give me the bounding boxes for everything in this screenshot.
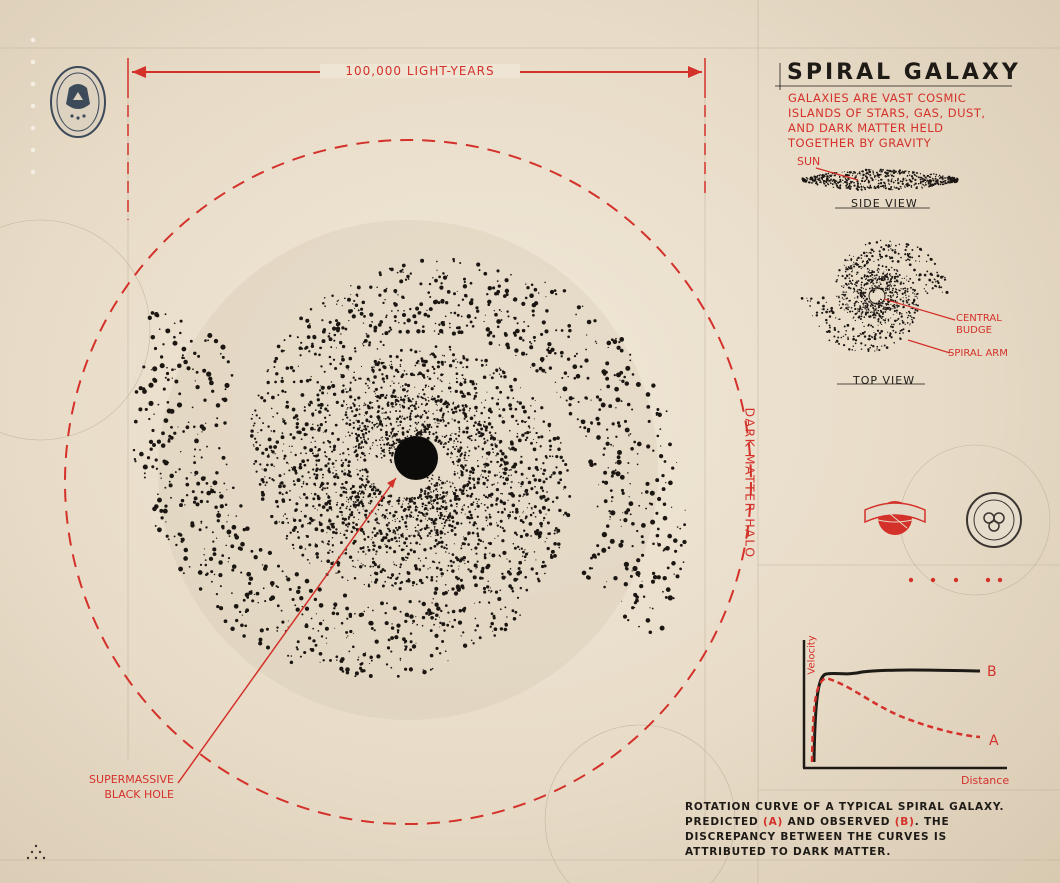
curve-a-predicted [810,676,981,763]
edge-dots [30,37,36,175]
dark-matter-halo [64,139,752,825]
caption-part-a: (A) [763,816,784,828]
central-bulge [868,287,886,305]
page-subtitle: GALAXIES ARE VAST COSMIC ISLANDS OF STAR… [788,91,986,150]
sun-label: SUN [797,155,821,168]
round-seal-stamp-icon [966,492,1022,548]
side-view-caption: SIDE VIEW [851,197,918,210]
black-hole-label: SUPERMASSIVE BLACK HOLE [89,773,174,801]
black-hole-pointer-arrow [387,478,396,488]
red-globe-stamp-icon [864,501,926,535]
corner-triangle-dots [26,844,46,860]
dark-matter-halo-label: DARK MATTER HALO [742,407,758,559]
title-rules [775,63,1012,90]
caption-part-1: ROTATION CURVE OF A TYPICAL SPIRAL GALAX… [685,801,1005,828]
spiral-arm-label: SPIRAL ARM [948,348,1008,359]
scale-label: 100,000 LIGHT-YEARS [320,64,520,78]
black-hole-pointer [177,477,397,784]
curve-b-label: B [987,664,997,680]
central-bulge-label: CENTRAL BUDGE [956,313,1002,336]
caption-part-b: (B) [894,816,915,828]
spiral-arm-pointer [907,339,951,354]
caption-part-2: AND OBSERVED [783,816,895,828]
caption-part-3: . THE DISCREPANCY BETWEEN THE CURVES IS … [685,816,950,858]
scale-extension-lines [127,86,706,220]
emblem-logo-icon [50,66,106,138]
central-bulge-pointer [883,298,956,321]
page-title: SPIRAL GALAXY [787,60,1021,85]
supermassive-black-hole [394,436,438,480]
top-view-caption: TOP VIEW [853,374,916,387]
chart-x-label: Distance [961,774,1010,787]
rotation-curve-caption: ROTATION CURVE OF A TYPICAL SPIRAL GALAX… [685,800,1015,860]
side-view-galaxy [801,168,959,191]
chart-y-label: Velocity [806,635,818,675]
curve-a-label: A [989,733,999,749]
red-dots-divider [908,577,1003,583]
rotation-curve-chart [802,640,1007,770]
sun-pointer [815,167,859,181]
curve-b-observed [812,668,981,763]
top-view-galaxy [800,239,949,353]
